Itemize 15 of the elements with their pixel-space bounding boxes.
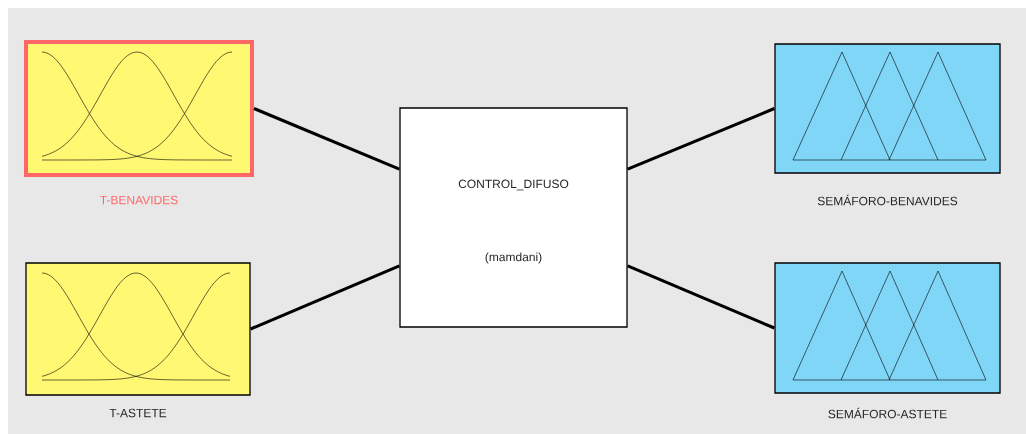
variable-label: SEMÁFORO-ASTETE [828, 407, 947, 419]
connector-line [627, 107, 775, 171]
system-type: (mamdani) [485, 252, 542, 264]
input-box [25, 262, 251, 396]
variable-label: T-ASTETE [109, 408, 167, 418]
system-name: CONTROL_DIFUSO [458, 179, 569, 191]
output-box [774, 43, 1001, 174]
variable-label: T-BENAVIDES [100, 195, 178, 205]
variable-label: SEMÁFORO-BENAVIDES [817, 194, 958, 206]
connector-line [627, 264, 775, 330]
input-box [24, 40, 254, 177]
output-box [774, 262, 1001, 394]
system-box [399, 107, 628, 328]
connector-line [250, 264, 400, 331]
connector-line [253, 107, 400, 171]
